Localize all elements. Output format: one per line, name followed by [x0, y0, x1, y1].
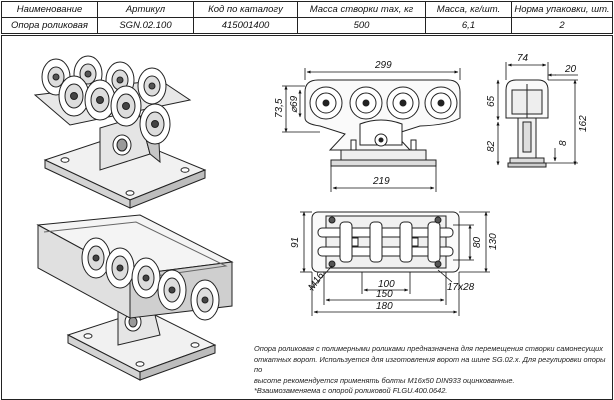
description-line-3: высоте рекомендуется применять болты М16… — [254, 375, 515, 385]
dim-plan-left-height: 91 — [290, 237, 301, 248]
front-dimension-lines — [282, 68, 461, 192]
iso-view-rail — [36, 214, 234, 381]
dim-side-upper: 65 — [486, 95, 497, 107]
spec-table-row: Опора роликовая SGN.02.100 415001400 500… — [1, 17, 613, 34]
plan-view — [311, 211, 460, 273]
dim-plan-inner-width: 150 — [376, 289, 393, 300]
side-dimension-lines — [496, 62, 578, 166]
dim-side-total: 162 — [578, 115, 589, 132]
cell-article: SGN.02.100 — [97, 17, 194, 34]
header-name: Наименование — [1, 1, 98, 18]
header-article: Артикул — [97, 1, 194, 18]
side-view — [505, 79, 549, 168]
front-view — [304, 79, 461, 167]
cell-catalog-code: 415001400 — [193, 17, 298, 34]
dim-side-plate: 8 — [558, 140, 569, 146]
description-line-2: откатных ворот. Используется для изготов… — [254, 354, 606, 375]
dim-side-width: 74 — [517, 53, 529, 64]
dim-plan-slot: 17x28 — [447, 282, 475, 293]
plan-dimension-lines — [300, 211, 490, 316]
cell-max-gate-mass: 500 — [297, 17, 426, 34]
dim-side-offset: 20 — [564, 64, 577, 75]
description-line-1: Опора роликовая с полимерными роликами п… — [254, 344, 603, 353]
header-pack-qty: Норма упаковки, шт. — [511, 1, 613, 18]
header-unit-mass: Масса, кг/шт. — [425, 1, 512, 18]
front-rollers — [309, 86, 458, 120]
dim-front-height: 73,5 — [274, 98, 285, 118]
cell-unit-mass: 6,1 — [425, 17, 512, 34]
dim-plan-outer-width: 180 — [376, 301, 393, 312]
description-line-4: *Взаимозаменяема с опорой роликовой FLGU… — [254, 386, 448, 395]
dim-plan-inner-height: 80 — [472, 236, 483, 248]
cell-pack-qty: 2 — [511, 17, 613, 34]
dim-side-lower: 82 — [486, 140, 497, 152]
dim-plan-outer-height: 130 — [488, 233, 499, 250]
product-description: Опора роликовая с полимерными роликами п… — [254, 344, 610, 397]
spec-table: Наименование Артикул Код по каталогу Мас… — [1, 1, 613, 34]
dim-plan-hole-spacing: 100 — [378, 279, 395, 290]
iso-view-top — [33, 55, 207, 209]
dim-front-width-base: 219 — [372, 176, 390, 187]
dim-roller-diameter: ⌀69 — [289, 95, 300, 113]
dim-front-width-top: 299 — [374, 60, 392, 71]
